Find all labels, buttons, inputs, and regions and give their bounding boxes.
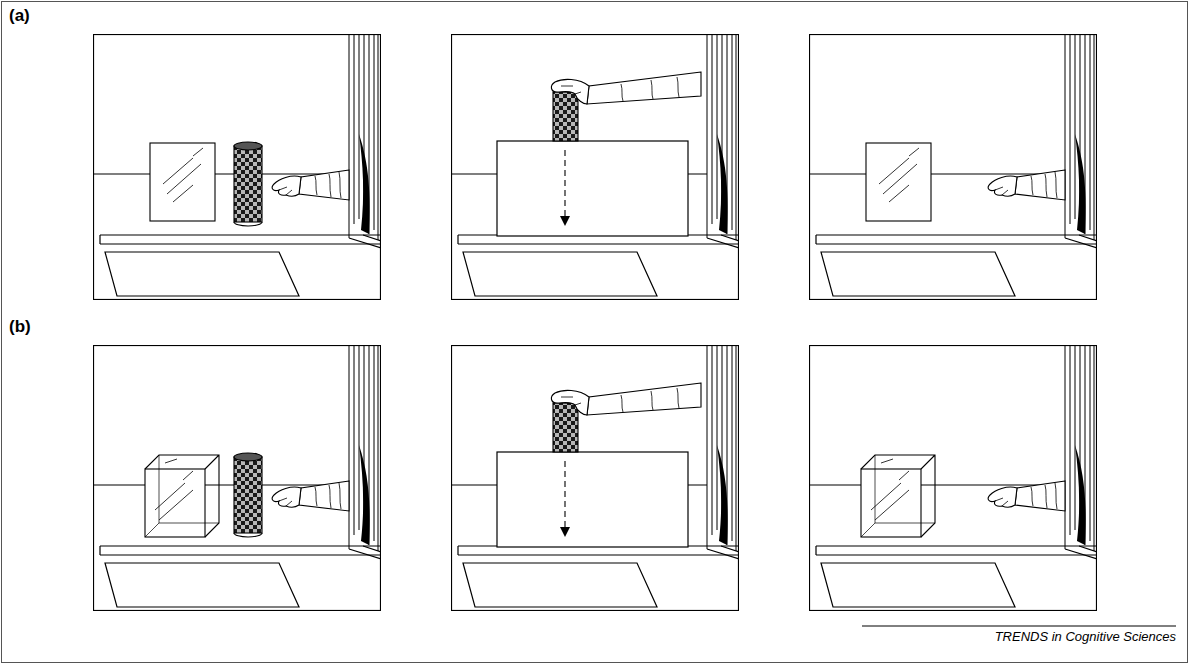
panel-label: (b) [9,318,31,337]
scene-panel [809,34,1097,300]
panel-label: (a) [9,7,30,26]
journal-credit: TRENDS in Cognitive Sciences [995,630,1176,644]
scene-panel [93,345,381,611]
scene-panel [451,34,739,300]
scene-panel [93,34,381,300]
footer-rule [862,626,1176,627]
scene-panel [451,345,739,611]
scene-panel [809,345,1097,611]
